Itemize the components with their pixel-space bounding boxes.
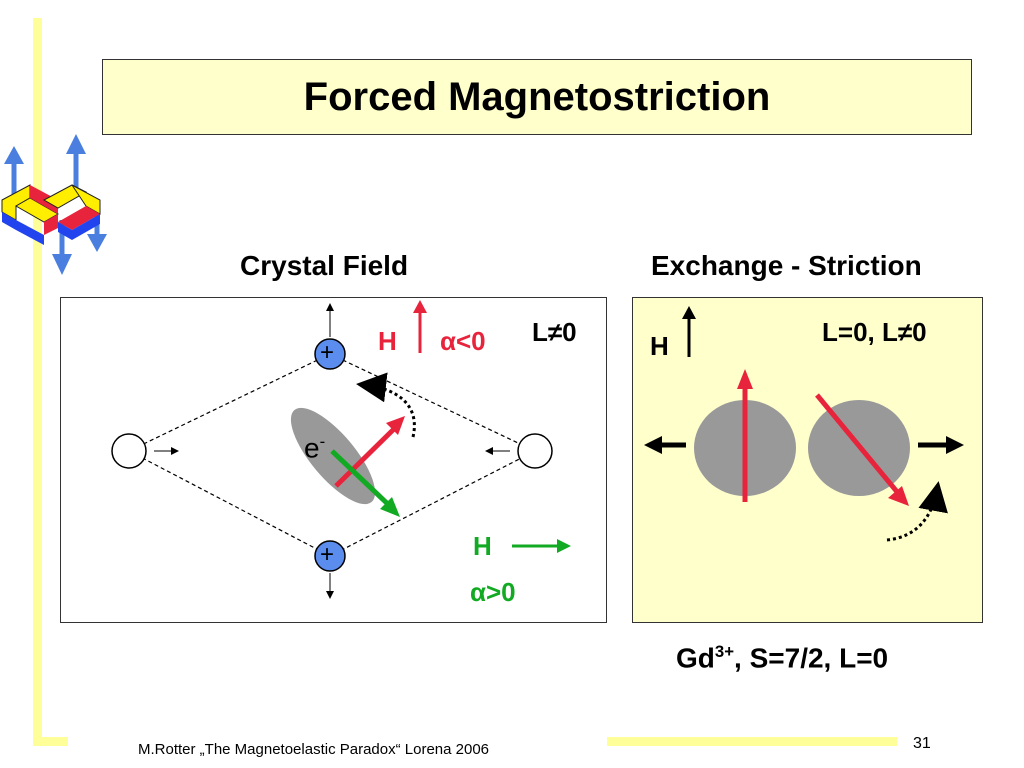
electron-orbital [290,407,376,505]
logo-icon [1,134,107,275]
right-ion [517,433,553,469]
gd-spin: , S=7/2, L=0 [734,642,889,674]
electron-charge: - [319,432,326,451]
top-ion-charge: + [320,339,335,366]
gd-symbol: Gd [676,642,715,674]
l-not-zero-label: L≠0 [532,317,577,347]
electron-symbol: e [304,432,320,464]
crystal-field-heading: Crystal Field [240,250,409,281]
electron-label: e- [304,432,325,464]
left-ion [111,433,147,469]
h-red-label: H [378,326,397,356]
page-number: 31 [913,735,931,752]
title-box: Forced Magnetostriction [102,59,972,135]
exchange-striction-diagram [644,306,964,542]
bottom-deco-bar-left [33,737,68,746]
h-right-label: H [650,331,669,361]
bottom-ion-charge: + [320,541,335,568]
alpha-positive-label: α>0 [470,577,516,607]
slide-title: Forced Magnetostriction [303,74,771,119]
gd-charge: 3+ [714,642,735,661]
left-deco-bar [33,18,42,746]
rotation-arrow-right [886,481,948,542]
footer-citation: M.Rotter „The Magnetoelastic Paradox“ Lo… [138,741,490,758]
gd-caption: Gd3+, S=7/2, L=0 [676,642,888,674]
rotation-arrow [356,372,416,438]
top-positive-ion [314,338,346,370]
alpha-negative-label: α<0 [440,326,486,356]
bottom-positive-ion [314,540,346,572]
exchange-striction-heading: Exchange - Striction [651,250,922,281]
l-zero-label: L=0, L≠0 [822,317,927,347]
bottom-deco-bar-right [607,737,897,746]
h-green-label: H [473,531,492,561]
crystal-field-diagram [111,300,571,599]
